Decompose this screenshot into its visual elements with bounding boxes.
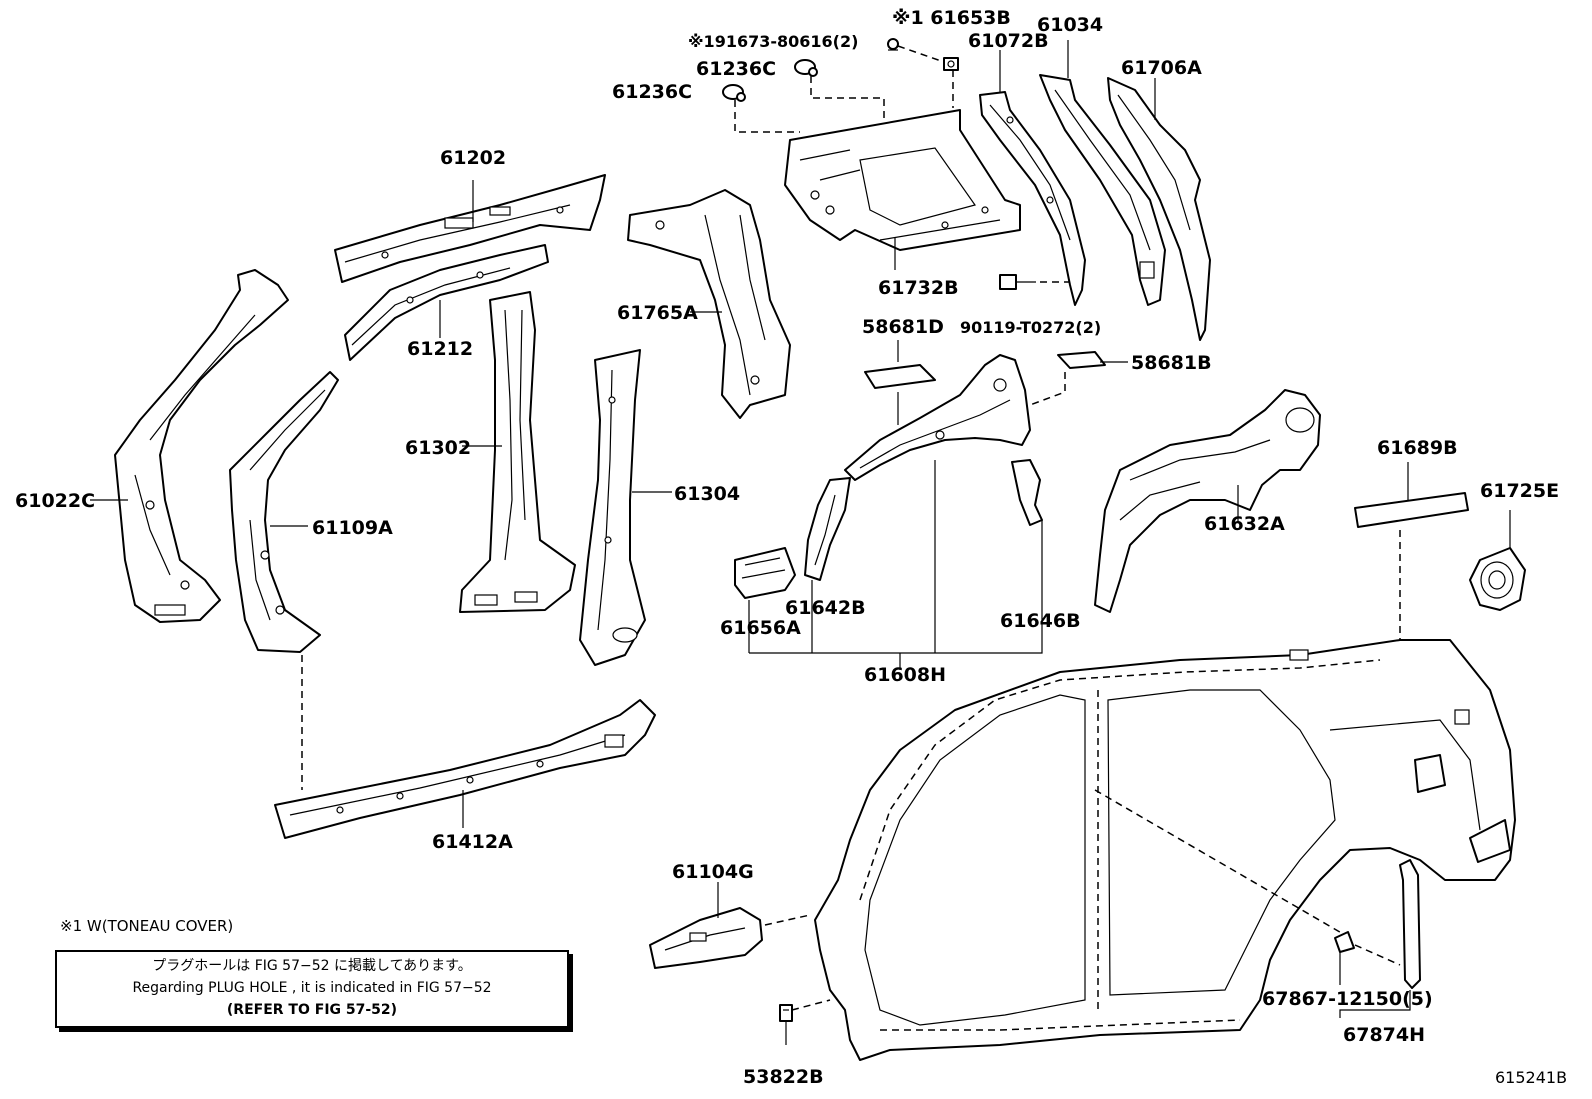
label-61212: 61212 (407, 338, 473, 360)
label-61725E: 61725E (1480, 480, 1559, 502)
label-61646B: 61646B (1000, 610, 1081, 632)
part-61304 (579, 349, 646, 666)
label-191673-80616: ※191673-80616(2) (688, 32, 858, 51)
part-61412A (274, 699, 656, 839)
label-61236C-upper: 61236C (696, 58, 776, 80)
part-61689B (1354, 492, 1469, 528)
part-53822B (779, 1004, 793, 1022)
label-67874H: 67874H (1343, 1024, 1425, 1046)
part-body-side-outer (814, 639, 1516, 1061)
label-61302: 61302 (405, 437, 471, 459)
label-61236C-lower: 61236C (612, 81, 692, 103)
part-61632A (1094, 389, 1321, 613)
clip-61653B (943, 57, 959, 71)
part-61104G (649, 907, 763, 969)
label-61656A: 61656A (720, 617, 801, 639)
label-61653B: ※1 61653B (892, 7, 1011, 29)
label-61109A: 61109A (312, 517, 393, 539)
part-58681B (1057, 351, 1106, 369)
label-58681B: 58681B (1131, 352, 1212, 374)
bolt-90119 (999, 274, 1036, 290)
part-67874H (1399, 859, 1421, 989)
label-61608H: 61608H (864, 664, 946, 686)
label-61689B: 61689B (1377, 437, 1458, 459)
label-61765A: 61765A (617, 302, 698, 324)
label-61104G: 61104G (672, 861, 754, 883)
figure-code: 615241B (1495, 1068, 1568, 1087)
label-61034: 61034 (1037, 14, 1103, 36)
label-61642B: 61642B (785, 597, 866, 619)
part-61725E (1469, 547, 1526, 611)
part-61642B (804, 477, 851, 581)
label-58681D: 58681D (862, 316, 944, 338)
part-61202 (334, 174, 606, 283)
part-61656A (734, 547, 796, 599)
label-67867-12150: 67867-12150(5) (1262, 988, 1433, 1010)
part-61302 (459, 291, 576, 613)
label-90119-T0272: 90119-T0272(2) (960, 318, 1101, 337)
label-61202: 61202 (440, 147, 506, 169)
part-61765A (627, 189, 791, 419)
label-61412A: 61412A (432, 831, 513, 853)
part-61109A (229, 371, 339, 653)
part-61072B (979, 91, 1086, 306)
plug-hole-note: プラグホールは FIG 57−52 に掲載してあります。 Regarding P… (55, 950, 569, 1028)
clip-61236C-lower (722, 84, 746, 102)
part-61034 (1039, 74, 1166, 306)
footnote-tonneau-cover: ※1 W(TONEAU COVER) (60, 917, 234, 935)
note-line-japanese: プラグホールは FIG 57−52 に掲載してあります。 (152, 958, 472, 974)
part-61646B (1011, 459, 1043, 526)
part-67867 (1334, 931, 1355, 953)
label-61304: 61304 (674, 483, 740, 505)
part-61732B (784, 109, 1021, 251)
part-61608H-inner-housing (844, 354, 1031, 481)
part-58681D (864, 364, 936, 389)
note-line-english: Regarding PLUG HOLE , it is indicated in… (132, 980, 492, 996)
label-61632A: 61632A (1204, 513, 1285, 535)
label-61022C: 61022C (15, 490, 95, 512)
clip-61236C-upper (794, 59, 818, 77)
label-61706A: 61706A (1121, 57, 1202, 79)
label-53822B: 53822B (743, 1066, 824, 1088)
part-61706A (1107, 77, 1211, 341)
part-61022C (114, 269, 289, 623)
label-61732B: 61732B (878, 277, 959, 299)
part-61212 (344, 244, 549, 361)
note-line-reference: (REFER TO FIG 57-52) (226, 1002, 398, 1018)
label-61072B: 61072B (968, 30, 1049, 52)
clip-191673-80616 (887, 38, 899, 51)
